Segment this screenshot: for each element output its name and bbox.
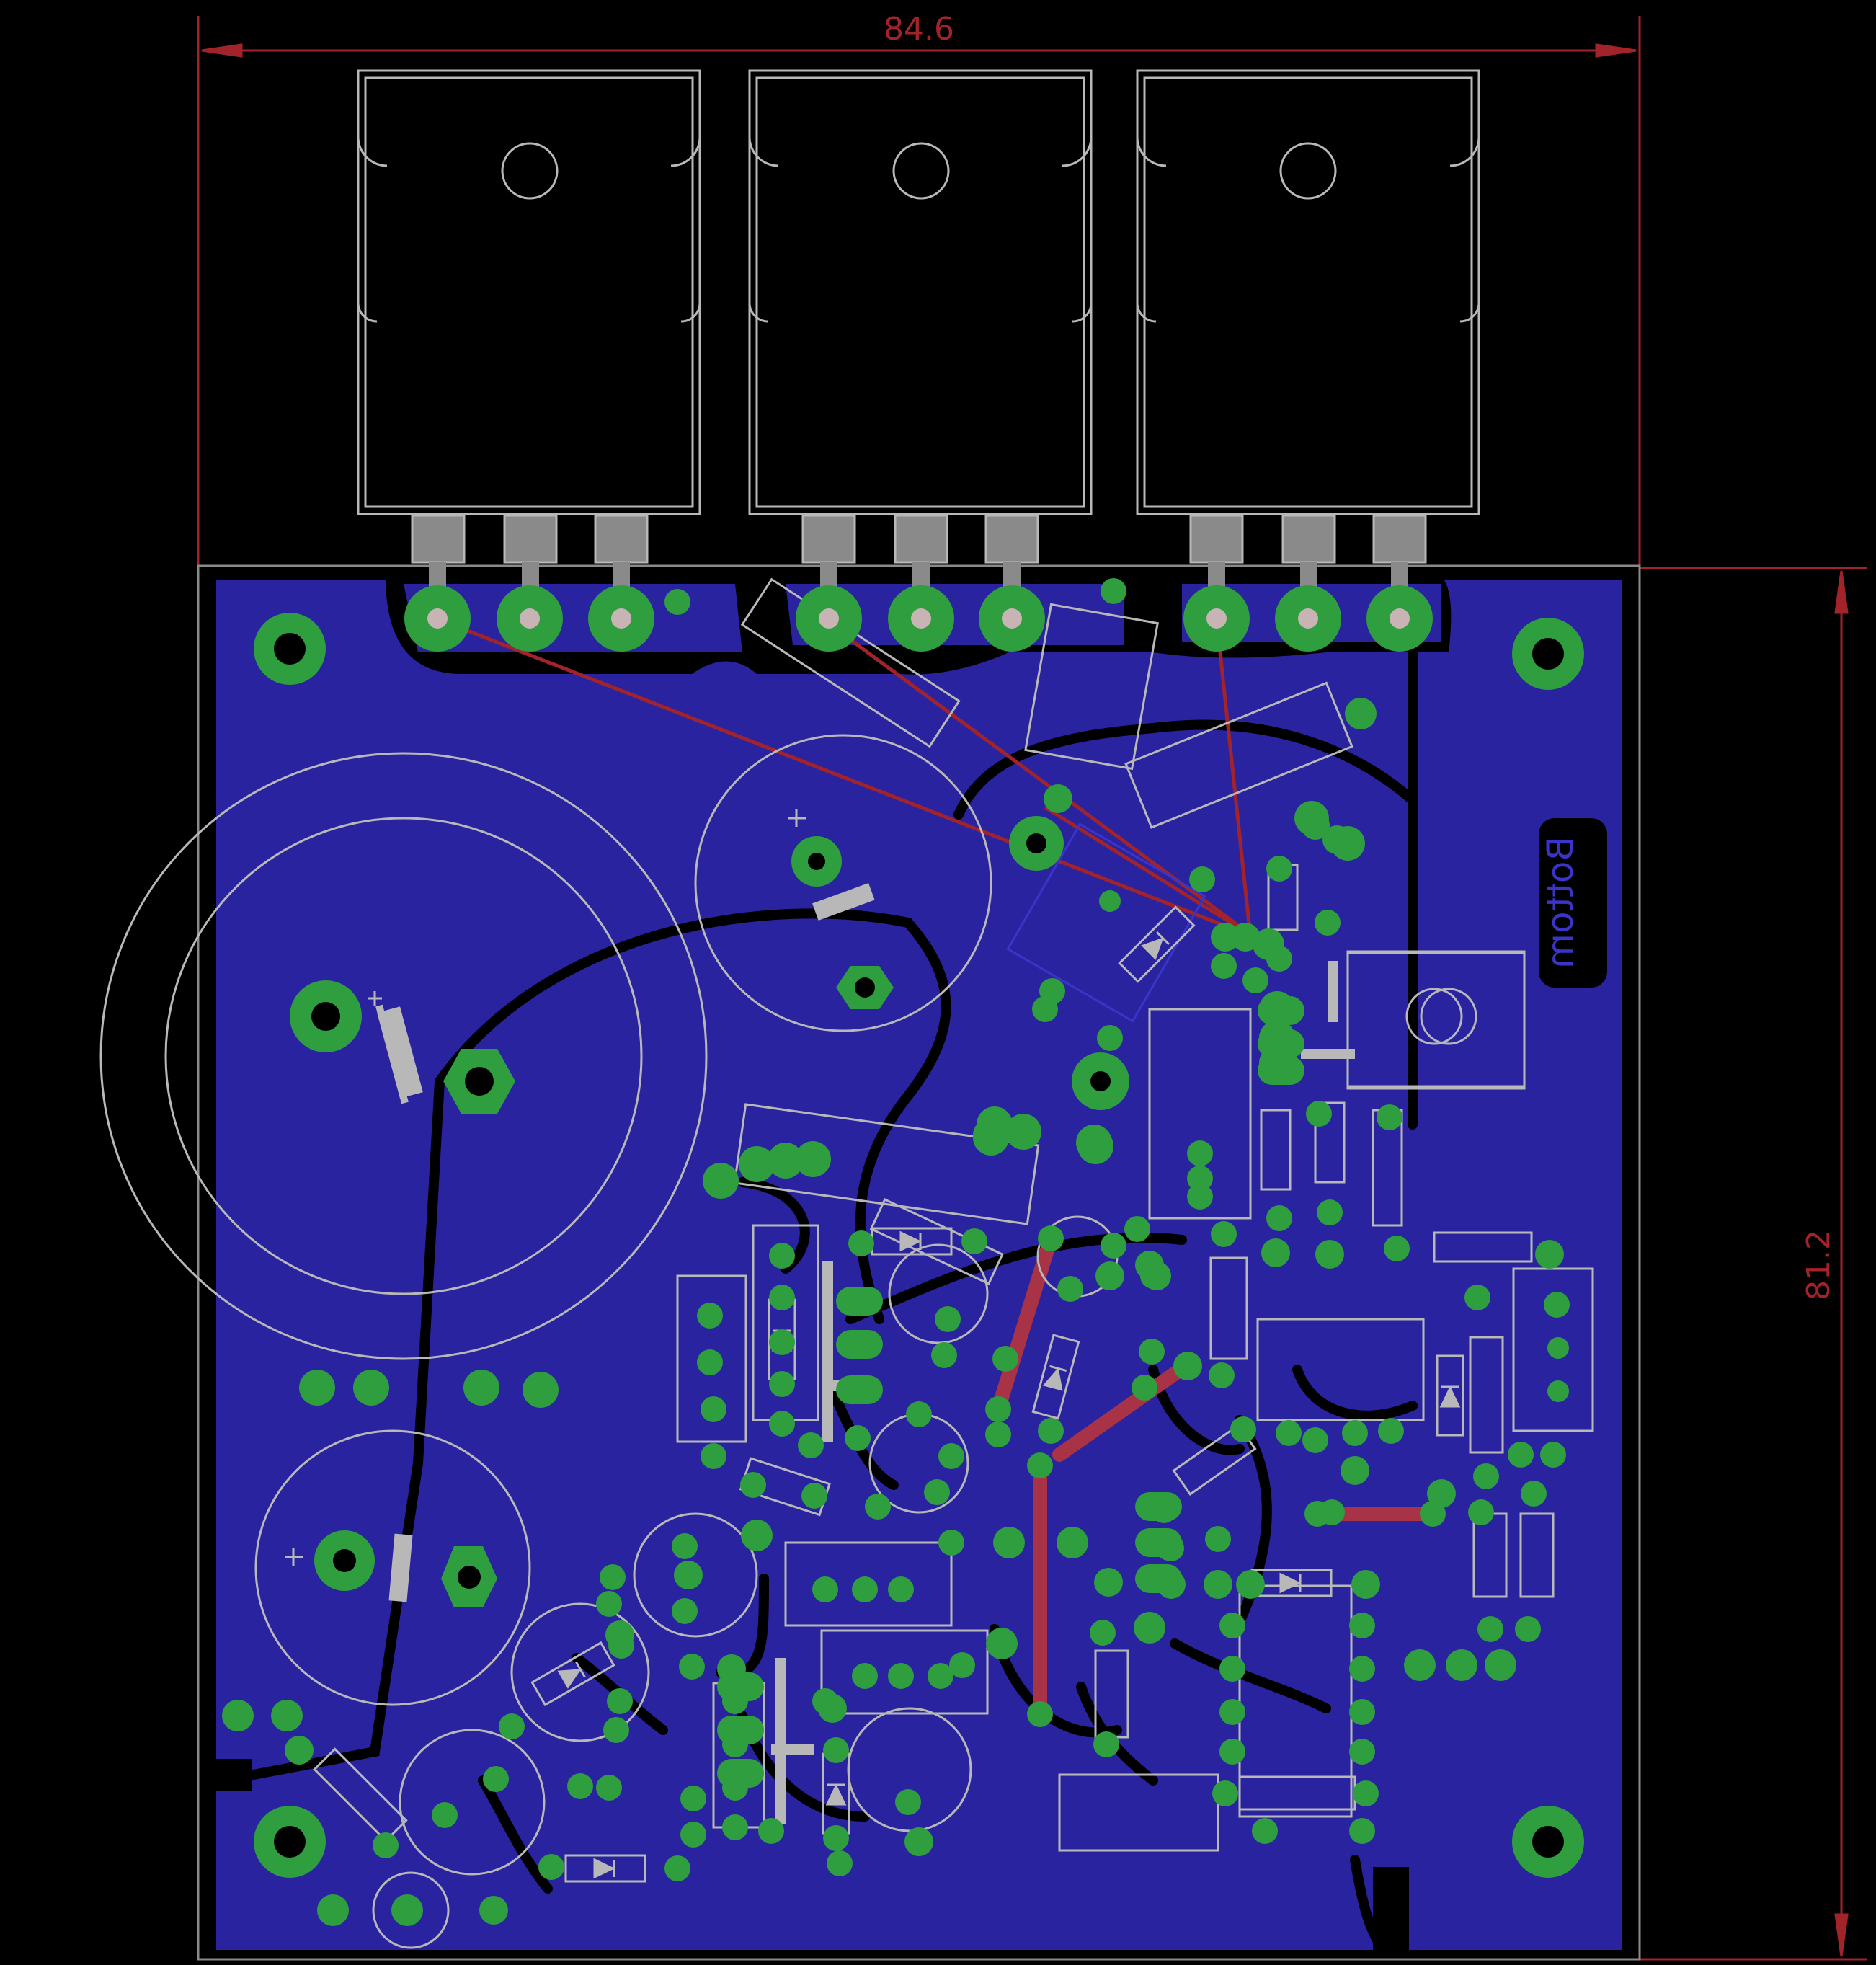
power-transistors — [357, 69, 1480, 606]
oval-pads — [717, 996, 1304, 1788]
bottom-layer-label: Bottom — [1539, 836, 1581, 968]
bottom-label-group: Bottom — [1539, 818, 1607, 988]
second-capacitor-outline — [254, 1429, 531, 1706]
transistor-q1 — [357, 69, 701, 564]
big-capacitor-outline — [99, 752, 708, 1360]
transistor-q2 — [748, 69, 1093, 564]
via-holes — [274, 608, 1564, 1858]
height-dimension-label: 81.2 — [1800, 1230, 1837, 1300]
width-dimension-label: 84.6 — [884, 11, 954, 48]
dimension-lines — [197, 16, 1867, 1961]
transistor-q3 — [1136, 69, 1480, 564]
silk-bars — [771, 961, 1355, 1824]
silkscreen — [99, 577, 1594, 1949]
